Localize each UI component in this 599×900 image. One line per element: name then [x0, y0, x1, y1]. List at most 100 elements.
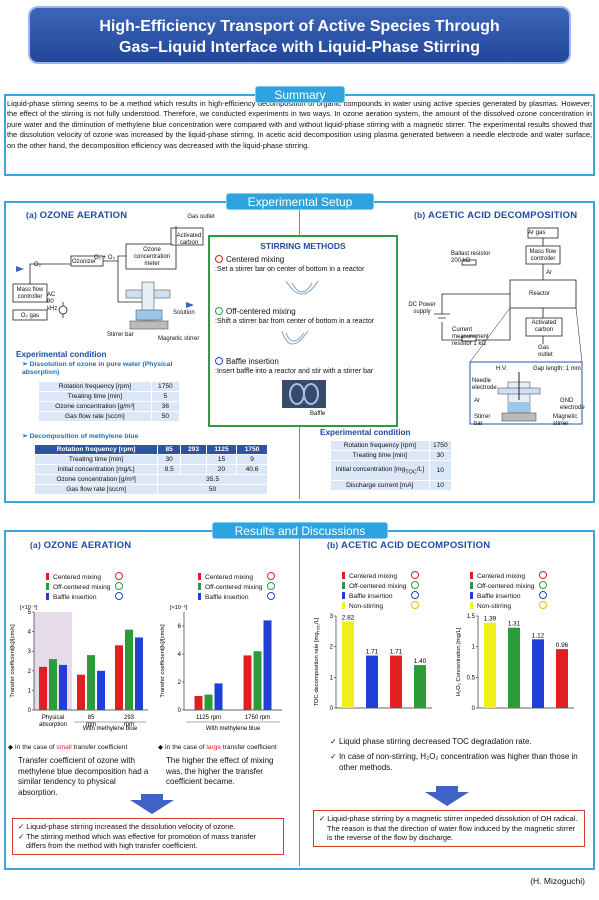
- vortex-off-icon: [281, 330, 309, 345]
- cell-label: Treating time [min]: [33, 454, 159, 465]
- results-a-label: (a): [30, 540, 41, 550]
- legend-swatch: [342, 592, 345, 599]
- legend-entry: Baffle insertion: [342, 591, 422, 601]
- legend-swatch: [198, 573, 201, 580]
- x-tick-label: 1125 rpm: [196, 715, 221, 721]
- y-tick-label: 1.5: [467, 614, 476, 620]
- header-cell: 1125: [205, 444, 238, 455]
- stirring-method-icon: [411, 601, 419, 609]
- legend-swatch: [46, 583, 49, 590]
- cell-value: [180, 464, 207, 475]
- x-tick-label: 85: [88, 715, 95, 721]
- x-tick-label: Physical: [42, 715, 64, 721]
- dissolution-title-text: Dissolution of ozone in pure water (Phys…: [22, 361, 173, 376]
- y-axis-label: H₂O₂ Concentration [mg/L]: [456, 627, 462, 696]
- b-gap-label: Gap length: 1 mm: [533, 366, 581, 372]
- results-a-title: OZONE AERATION: [43, 540, 132, 551]
- y-tick-label: 5: [28, 610, 32, 616]
- bar: [39, 666, 47, 710]
- conclusion-a-1-text: Liquid-phase stirring increased the diss…: [26, 822, 236, 831]
- a-o2gas-label: O₂ gas: [20, 313, 40, 319]
- cond-b-label: Discharge current [mA]: [330, 480, 430, 491]
- stirring-item-baffle: Baffle insertion:Insert baffle into a re…: [215, 357, 393, 376]
- a-ozonizer-label: Ozonizer: [72, 259, 97, 265]
- bar: [204, 694, 213, 710]
- y-tick-label: 2: [178, 680, 182, 686]
- x-tick-label: 293: [124, 715, 135, 721]
- bar: [59, 664, 67, 710]
- legend-label: Non-stirring: [349, 603, 384, 610]
- stirring-method-icon: [115, 572, 123, 580]
- b-ar-gas-label: Ar gas: [528, 230, 546, 236]
- y-axis-label-sub: TOC: [316, 624, 321, 632]
- cond-b-label-text: Initial concentration [mg: [335, 465, 406, 473]
- conclusion-a-2-text: The stirring method which was effective …: [26, 831, 257, 851]
- cell-value: 20: [205, 464, 238, 475]
- legend-swatch: [342, 582, 345, 589]
- y-exponent: [×10⁻³]: [170, 605, 188, 611]
- baffle-icon: [215, 357, 223, 365]
- legend-entry: Non-stirring: [470, 601, 550, 611]
- legend-swatch: [46, 593, 49, 600]
- y-tick-label: 4: [28, 630, 32, 636]
- bar: [390, 655, 402, 708]
- a-ozone-meter-label: Ozone concentration meter: [133, 247, 171, 267]
- x-group-label: With methylene blue: [206, 726, 261, 732]
- setup-a-title: OZONE AERATION: [39, 210, 128, 221]
- cell-label: Rotation frequency [rpm]: [38, 381, 152, 392]
- y-tick-label: 1: [330, 675, 334, 681]
- y-tick-label: 4: [178, 652, 182, 658]
- arrow-a-icon: [130, 800, 174, 814]
- y-tick-label: 2: [28, 669, 32, 675]
- legend-label: Off-centered mixing: [53, 584, 111, 591]
- b-needle-label: Needle electrode: [472, 378, 497, 391]
- setup-a-heading: (a) OZONE AERATION: [26, 210, 127, 221]
- legend-entry: Baffle insertion: [46, 592, 126, 602]
- cell-value: 30: [157, 454, 182, 465]
- check-b1-text: Liquid phase stirring decreased TOC degr…: [338, 737, 532, 746]
- y-tick-label: 2: [330, 645, 334, 651]
- bar: [253, 651, 262, 710]
- note-large: ◆ In the case of large transfer coeffici…: [158, 744, 277, 751]
- cell-label: Treating time [min]: [38, 391, 152, 402]
- b-ar2-label: Ar: [474, 398, 480, 404]
- y-tick-label: 3: [330, 614, 334, 620]
- cell-value: 5: [150, 391, 181, 402]
- cell-value: 9: [236, 454, 268, 465]
- legend-swatch: [470, 592, 473, 599]
- legend-label: Off-centered mixing: [477, 583, 535, 590]
- cell-value: 35.5: [157, 474, 268, 485]
- centered-icon: [215, 255, 223, 263]
- legend-label: Baffle insertion: [53, 594, 97, 601]
- b-dc-label: DC Power supply: [408, 302, 436, 315]
- stirring-method-icon: [411, 591, 419, 599]
- b-activated-carbon-label: Activated carbon: [531, 320, 557, 333]
- stirring-method-icon: [539, 581, 547, 589]
- conclusion-a-2: ✓ The stirring method which was effectiv…: [18, 831, 257, 851]
- data-label: 1.39: [484, 616, 497, 623]
- author-credit: (H. Mizoguchi): [530, 876, 585, 886]
- legend-entry: Non-stirring: [342, 601, 422, 611]
- setup-b-label: (b): [414, 210, 426, 220]
- legend-label: Centered mixing: [477, 573, 526, 580]
- legend-entry: Centered mixing: [198, 572, 278, 582]
- conclusion-a-1: ✓ Liquid-phase stirring increased the di…: [18, 822, 236, 831]
- cond-b-label: Initial concentration [mgTOC/L]: [330, 460, 430, 481]
- x-group-label: With methylene blue: [83, 726, 138, 732]
- results-b-heading: (b) ACETIC ACID DECOMPOSITION: [327, 540, 490, 551]
- cond-b-value: 30: [428, 450, 453, 461]
- check-b2-text: In case of non-stirring, H₂O₂ concentrat…: [338, 752, 578, 772]
- bar: [366, 655, 378, 708]
- stirring-item-off-desc: :Shift a stirrer bar from center of bott…: [215, 318, 375, 325]
- note-small-em: small: [56, 744, 72, 751]
- arrow-b-stem: [436, 786, 458, 792]
- cond-b-label-end: /L]: [416, 465, 425, 473]
- legend-swatch: [470, 572, 473, 579]
- y-tick-label: 1: [472, 645, 476, 651]
- stirring-item-baffle-name: Baffle insertion: [226, 357, 279, 366]
